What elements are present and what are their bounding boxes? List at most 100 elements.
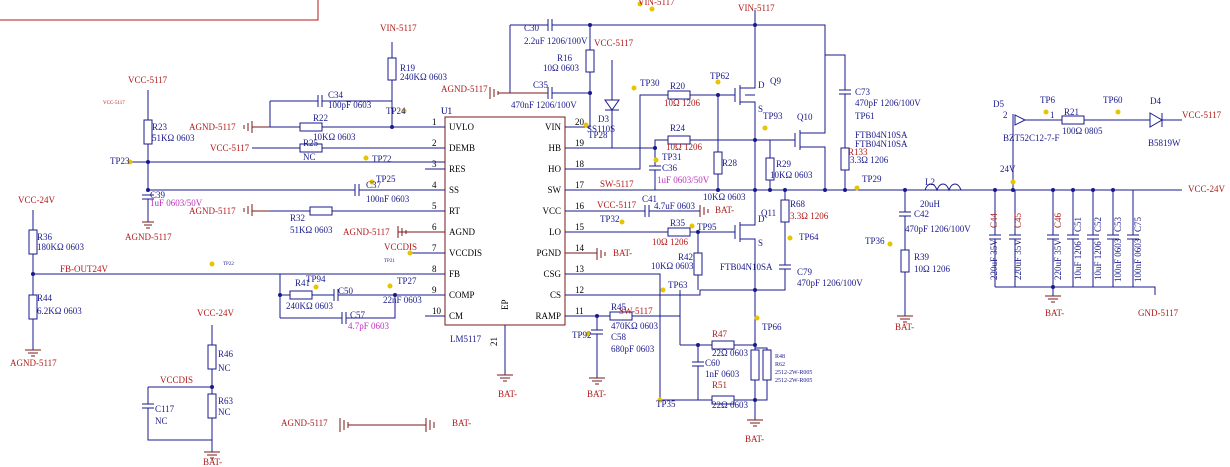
schematic-label: 3.3Ω 1206 [790,211,829,221]
schematic-label: C60 [705,358,721,368]
schematic-label: C41 [642,194,657,204]
ic-pin-name-res: RES [449,164,466,174]
schematic-label: 180KΩ 0603 [37,242,84,252]
schematic-label: TP95 [697,222,717,232]
schematic-label: R39 [914,252,930,262]
schematic-label: R19 [400,63,416,73]
schematic-label: 6.2KΩ 0603 [37,306,82,316]
schematic-label: TP21 [384,259,395,264]
schematic-vertical-label: C75 [1133,216,1143,232]
schematic-label: 1uF 0603/50V [150,198,203,208]
schematic-label: 10KΩ 0603 [313,132,356,142]
schematic-label: VCC-5117 [1182,110,1222,120]
schematic-label: AGND-5117 [125,232,172,242]
schematic-label: C57 [350,310,366,320]
ic-pin-name-sw: SW [548,185,562,195]
schematic-label: NC [155,416,168,426]
schematic-label: 4.7uF 0603 [654,201,696,211]
schematic-label: D [758,80,765,90]
schematic-label: 22nF 0603 [383,295,422,305]
schematic-label: U1 [441,106,452,116]
schematic-label: C35 [533,80,549,90]
schematic-label: TP28 [588,130,608,140]
ic-pin-number: 19 [575,138,585,148]
ic-ep-label: EP [500,299,510,310]
schematic-label: AGND-5117 [10,358,57,368]
schematic-label: R16 [557,53,573,63]
left-wiring [25,42,513,459]
schematic-label: SW-5117 [600,179,634,189]
schematic-label: FB-OUT24V [60,264,109,274]
schematic-label: D [758,214,765,224]
schematic-vertical-label: 10uF 1206 [1093,241,1103,280]
schematic-label: C50 [338,286,354,296]
schematic-label: TP30 [640,78,660,88]
schematic-label: S [758,104,763,114]
schematic-label: 22Ω 0603 [712,348,748,358]
schematic-label: R32 [290,213,305,223]
schematic-label: D3 [598,114,609,124]
ic-pin-number: 14 [575,243,585,253]
schematic-label: TP6 [1040,95,1056,105]
schematic-label: Q11 [761,208,776,218]
schematic-label: GND-5117 [1138,308,1179,318]
schematic-label: R25 [303,138,319,148]
schematic-label: 20uH [920,199,941,209]
schematic-label: VCC-5117 [594,38,634,48]
schematic-vertical-label: C53 [1113,216,1123,232]
schematic-label: R42 [678,252,693,262]
schematic-label: FTB04N10SA [855,139,908,149]
ic-pin-name-agnd: AGND [449,227,475,237]
schematic-label: VCCDIS [384,242,417,252]
junction-dots [31,23,1115,402]
schematic-label: BAT- [895,322,914,332]
schematic-label: AGND-5117 [343,227,390,237]
schematic-label: 1 [1050,110,1055,120]
schematic-label: TP61 [855,111,875,121]
schematic-label: 2512-2W-R005 [775,378,812,384]
ic-pin-number: 7 [432,243,437,253]
schematic-vertical-label: C45 [1013,212,1023,228]
schematic-label: R24 [670,123,686,133]
schematic-label: R29 [776,159,792,169]
schematic-label: C42 [914,209,929,219]
schematic-label: 240KΩ 0603 [286,301,333,311]
ic-pin-name-demb: DEMB [449,143,475,153]
schematic-label: R47 [712,329,728,339]
ic-pin-number: 6 [432,222,437,232]
schematic-label: BAT- [1045,308,1064,318]
schematic-label: SW-5117 [619,306,653,316]
ic-pin-number: 9 [432,285,437,295]
ic-pin-name-pgnd: PGND [536,248,561,258]
schematic-label: R28 [722,158,738,168]
schematic-label: VCC-5117 [128,75,168,85]
schematic-label: TP23 [110,156,130,166]
schematic-label: 100nF 0603 [366,194,410,204]
schematic-label: TP35 [656,399,676,409]
schematic-label: VCCDIS [160,375,193,385]
schematic-label: TP22 [223,262,234,267]
ic-pin-name-cm: CM [449,311,463,321]
schematic-label: LM5117 [450,334,482,344]
ic-pin-number: 13 [575,264,585,274]
ic-pin-number: 12 [575,285,584,295]
ic-pin-name-ho: HO [548,164,561,174]
ic-pin-number: 11 [575,306,584,316]
schematic-label: 10Ω 1206 [914,264,950,274]
schematic-label: C34 [328,90,344,100]
schematic-label: TP94 [306,274,326,284]
schematic-vertical-label: C51 [1073,217,1083,232]
schematic-label: VCC-24V [18,195,56,205]
schematic-label: R46 [218,349,234,359]
schematic-label: BAT- [715,205,734,215]
schematic-label: R23 [152,122,168,132]
ic-pin-number: 8 [432,264,437,274]
schematic-vertical-label: C52 [1093,217,1103,232]
schematic-label: TP36 [865,236,885,246]
schematic-label: BAT- [452,418,471,428]
schematic-label: 10Ω 1206 [652,237,688,247]
schematic-label: R51 [712,380,727,390]
schematic-vertical-label: C44 [989,212,999,228]
ic-pin-name-vin: VIN [545,122,561,132]
